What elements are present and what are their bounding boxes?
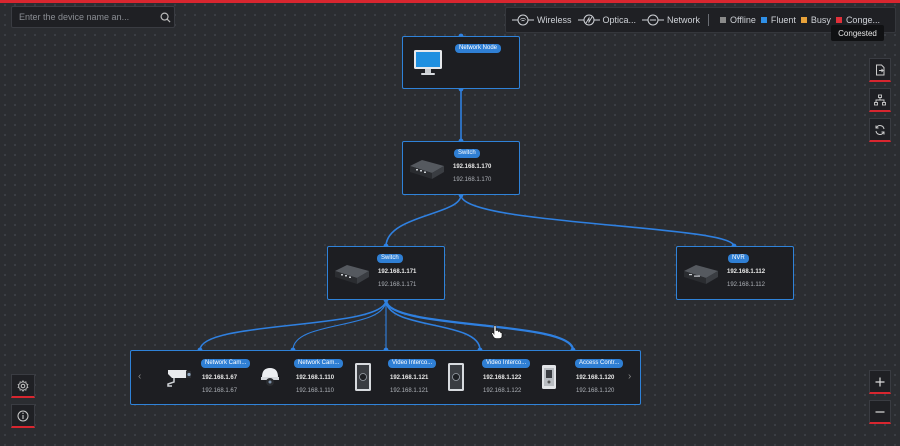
child-device-group: ‹ › Network Cam... 192.168.1.67 192.168.… [130,350,641,405]
node-switch[interactable]: Switch 192.168.1.171 192.168.1.171 [327,246,445,300]
node-ip: 192.168.1.121 [390,375,429,381]
node-ip: 192.168.1.122 [483,375,522,381]
switch-icon [335,265,369,284]
legend-network: Network [642,14,700,26]
node-tag: Switch [377,254,403,263]
export-button[interactable] [869,58,891,82]
dome-camera-icon [261,368,279,386]
topology-legend: Wireless Optica... Network Offline Fluen… [505,7,896,33]
child-device-4[interactable]: Video Interco... 192.168.1.122 192.168.1… [438,351,531,406]
top-accent-bar [0,0,900,3]
info-button[interactable] [11,404,35,428]
settings-icon [17,379,29,392]
node-tag: Switch [454,149,480,158]
hand-cursor-icon [491,325,503,339]
link-switch-child-1[interactable] [199,299,387,351]
legend-congested[interactable]: Conge... [835,15,880,25]
node-ip-secondary: 192.168.1.67 [202,388,238,394]
device-search-box[interactable] [11,6,175,28]
node-tag: Access Contr... [575,359,624,368]
node-core-switch[interactable]: Switch 192.168.1.170 192.168.1.170 [402,141,520,195]
legend-optical-label: Optica... [602,15,637,25]
export-file-icon [876,64,885,75]
child-device-2[interactable]: Network Cam... 192.168.1.110 192.168.1.1… [251,351,344,406]
access-control-icon [542,365,556,389]
wireless-link-icon [512,14,534,26]
node-tag: NVR [728,254,749,263]
legend-network-label: Network [667,15,701,25]
node-ip-secondary: 192.168.1.121 [390,388,429,394]
node-ip: 192.168.1.112 [727,269,766,275]
child-device-5[interactable]: Access Contr... 192.168.1.120 192.168.1.… [531,351,624,406]
node-tag: Network Node [455,44,502,53]
congested-tooltip: Congested [831,25,884,41]
legend-busy: Busy [800,15,831,25]
link-switch-child-5[interactable] [384,299,575,351]
legend-wireless: Wireless [512,14,572,26]
node-ip: 192.168.1.120 [576,375,615,381]
monitor-icon [414,50,442,75]
topology-layout-button[interactable] [869,88,891,112]
refresh-button[interactable] [869,118,891,142]
legend-offline: Offline [720,15,756,25]
legend-optical: Optica... [577,14,637,26]
search-input[interactable] [12,11,156,23]
congested-swatch [835,17,842,23]
child-device-3[interactable]: Video Interco... 192.168.1.121 192.168.1… [345,351,437,406]
legend-wireless-label: Wireless [537,15,572,25]
intercom-icon [448,363,464,391]
node-tag: Network Cam... [201,359,251,368]
child-device-1[interactable]: Network Cam... 192.168.1.67 192.168.1.67 [159,351,251,406]
topology-layout-icon [874,94,886,105]
intercom-icon [355,363,371,391]
node-ip-secondary: 192.168.1.170 [453,177,492,183]
node-ip-secondary: 192.168.1.122 [483,388,522,394]
info-icon [17,410,29,421]
legend-fluent: Fluent [760,15,796,25]
link-switch-child-2[interactable] [292,299,387,351]
settings-button[interactable] [11,374,35,398]
search-icon[interactable] [156,8,174,26]
legend-offline-label: Offline [730,15,756,25]
node-nvr[interactable]: NVR 192.168.1.112 192.168.1.112 [676,246,794,300]
nvr-icon [684,265,718,284]
scroll-right-arrow[interactable]: › [628,371,632,382]
node-ip: 192.168.1.170 [453,164,492,170]
node-ip: 192.168.1.110 [296,375,335,381]
switch-icon [410,160,444,179]
legend-divider [708,14,710,26]
node-tag: Video Interco... [388,359,437,368]
refresh-icon [875,124,885,135]
legend-congested-label: Conge... [845,15,880,25]
zoom-in-icon [875,377,885,386]
link-core-nvr[interactable] [460,194,735,247]
node-ip-secondary: 192.168.1.112 [727,282,765,288]
fluent-swatch [760,17,767,23]
offline-swatch [720,17,727,23]
link-switch-child-4[interactable] [385,299,481,351]
zoom-out-icon [875,410,885,413]
optical-link-icon [577,14,600,26]
legend-busy-label: Busy [810,15,831,25]
busy-swatch [800,17,807,23]
legend-fluent-label: Fluent [770,15,796,25]
scroll-left-arrow[interactable]: ‹ [138,371,142,382]
zoom-in-button[interactable] [869,370,891,394]
network-link-icon [642,14,665,26]
zoom-out-button[interactable] [869,400,891,424]
link-core-switch[interactable] [385,194,462,247]
node-ip-secondary: 192.168.1.171 [378,282,417,288]
node-ip-secondary: 192.168.1.120 [576,388,615,394]
node-ip: 192.168.1.67 [202,375,238,381]
node-tag: Network Cam... [294,359,344,368]
node-ip: 192.168.1.171 [378,269,417,275]
node-network-node[interactable]: Network Node [402,36,520,89]
bullet-camera-icon [167,370,191,387]
node-ip-secondary: 192.168.1.110 [296,388,334,394]
node-tag: Video Interco... [482,359,531,368]
